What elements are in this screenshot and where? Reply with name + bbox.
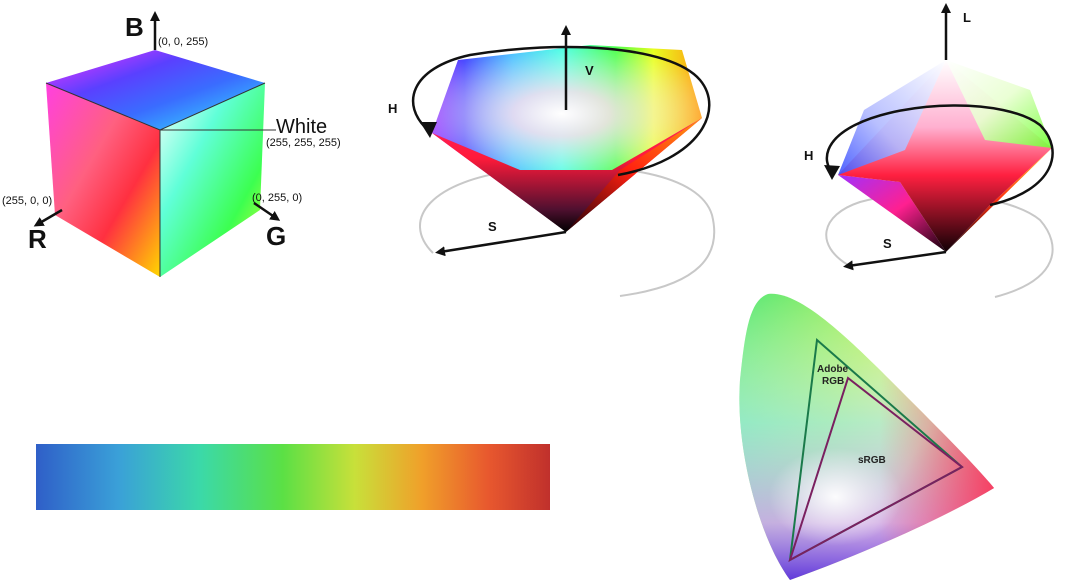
hsv-base-ring (419, 166, 716, 297)
adobe-rgb-label-line1: Adobe (817, 364, 849, 375)
hsv-hue-ring (411, 45, 711, 177)
hsv-right-lower-face (566, 118, 702, 232)
hsv-s-label: S (488, 219, 497, 234)
hsl-bicone (824, 3, 1054, 298)
blue-coord-label: (0, 0, 255) (158, 36, 208, 48)
hsl-s-axis-arrow (843, 250, 947, 271)
r-axis-label: R (28, 224, 47, 254)
srgb-label: sRGB (858, 455, 886, 466)
cube-right-face (160, 83, 265, 277)
hsv-v-label: V (585, 63, 594, 78)
hsl-left-lower-face (838, 175, 946, 252)
srgb-triangle (788, 376, 964, 563)
cube-top-face (46, 50, 265, 130)
cie-gamut-chart (739, 293, 994, 580)
hsl-l-label: L (963, 10, 971, 25)
rgb-cube (45, 50, 276, 277)
hsv-cone (411, 25, 716, 297)
hsv-hue-arrowhead (420, 122, 437, 138)
hsl-upper-right-face (946, 60, 1052, 148)
green-coord-label: (0, 255, 0) (252, 192, 302, 204)
hue-spectrum-bar (36, 444, 550, 510)
cie-white-point (750, 410, 940, 550)
hsl-upper-left-face (838, 60, 946, 175)
hsl-hue-ring (825, 104, 1054, 207)
r-axis-arrow (33, 208, 63, 227)
g-axis-label: G (266, 221, 286, 251)
g-axis-arrow (253, 201, 281, 221)
hsl-h-label: H (804, 148, 813, 163)
cube-left-face (46, 83, 160, 277)
hsl-hue-arrowhead (824, 165, 840, 180)
red-coord-label: (255, 0, 0) (2, 195, 52, 207)
adobe-rgb-label-line2: RGB (822, 376, 844, 387)
hsv-h-label: H (388, 101, 397, 116)
hsl-s-label: S (883, 236, 892, 251)
white-coord-label: (255, 255, 255) (266, 137, 341, 149)
white-label: White (276, 116, 327, 138)
hsl-right-lower-face (946, 148, 1052, 252)
b-axis-label: B (125, 12, 144, 42)
rgb-axes (33, 11, 281, 227)
hsv-s-axis-arrow (435, 230, 567, 257)
